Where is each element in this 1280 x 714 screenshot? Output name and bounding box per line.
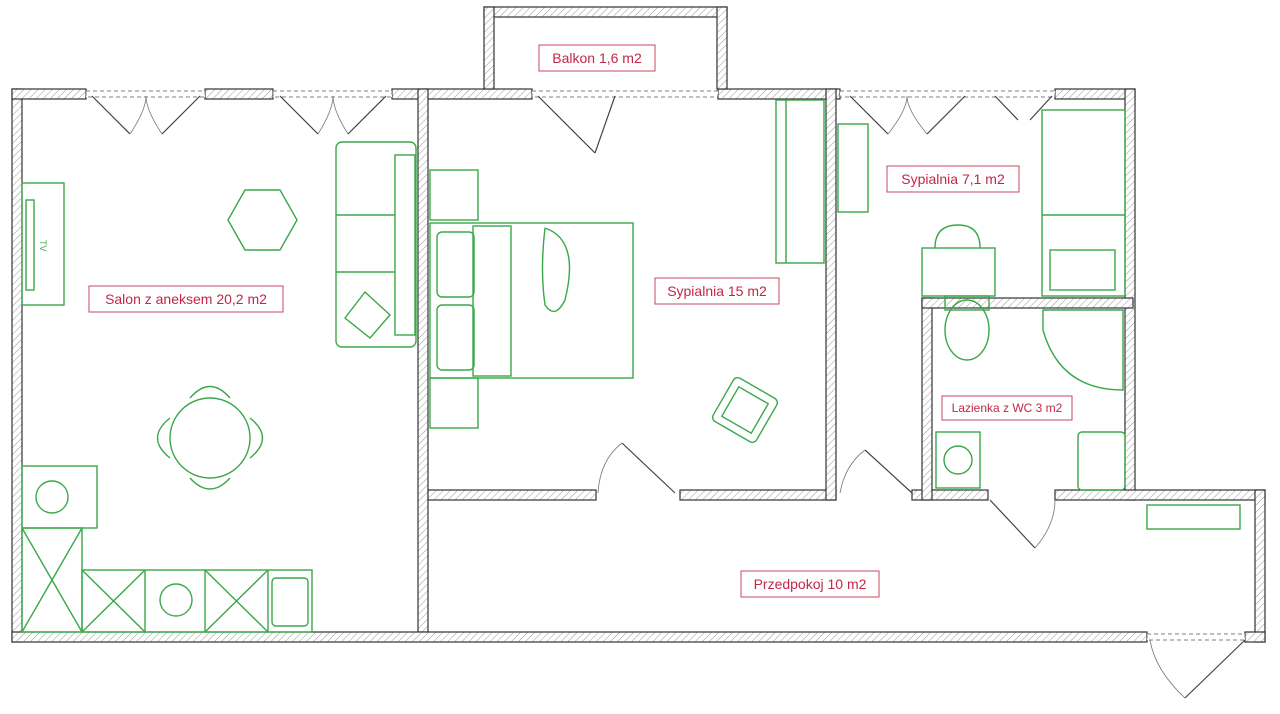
single-bed: [1041, 109, 1126, 297]
windows: [85, 90, 1246, 641]
label-living: Salon z aneksem 20,2 m2: [88, 285, 284, 313]
blanket: [541, 227, 571, 313]
furniture: TV: [21, 99, 1241, 633]
kitchen-counter: [81, 569, 313, 633]
toilet: [944, 299, 990, 361]
bed: [429, 222, 634, 379]
coat-rack: [1146, 504, 1241, 530]
label-bedroom-small: Sypialnia 7,1 m2: [886, 165, 1020, 193]
tv: [25, 199, 35, 291]
stove: [159, 583, 193, 617]
svg-text:Balkon 1,6 m2: Balkon 1,6 m2: [552, 50, 642, 66]
svg-text:Salon z aneksem 20,2 m2: Salon z aneksem 20,2 m2: [105, 291, 267, 307]
nightstand: [429, 169, 479, 221]
svg-text:Lazienka z WC 3 m2: Lazienka z WC 3 m2: [952, 401, 1063, 415]
desk-small: [921, 247, 996, 297]
doors: [91, 95, 1246, 699]
armchair: [711, 376, 779, 444]
label-bathroom: Lazienka z WC 3 m2: [941, 395, 1073, 421]
walls: [11, 6, 1266, 643]
washing-machine: [935, 431, 981, 489]
dining-table: [169, 397, 251, 479]
fridge: [21, 465, 98, 529]
shower: [1042, 309, 1124, 391]
hexagon-table: [227, 189, 298, 251]
sofa: [335, 141, 417, 348]
tv-stand: [21, 182, 65, 306]
svg-text:Sypialnia 15 m2: Sypialnia 15 m2: [667, 283, 767, 299]
desk: [837, 123, 869, 213]
label-balcony: Balkon 1,6 m2: [538, 44, 656, 72]
label-hallway: Przedpokoj 10 m2: [740, 570, 880, 598]
cushion: [344, 290, 391, 339]
washbasin: [1077, 431, 1126, 491]
svg-text:Sypialnia 7,1 m2: Sypialnia 7,1 m2: [901, 171, 1005, 187]
sink: [271, 577, 309, 627]
nightstand: [429, 377, 479, 429]
chair: [934, 224, 981, 249]
label-bedroom-large: Sypialnia 15 m2: [654, 277, 780, 305]
wardrobe: [775, 99, 825, 264]
svg-text:Przedpokoj 10 m2: Przedpokoj 10 m2: [754, 576, 867, 592]
tv-label: TV: [38, 240, 48, 252]
